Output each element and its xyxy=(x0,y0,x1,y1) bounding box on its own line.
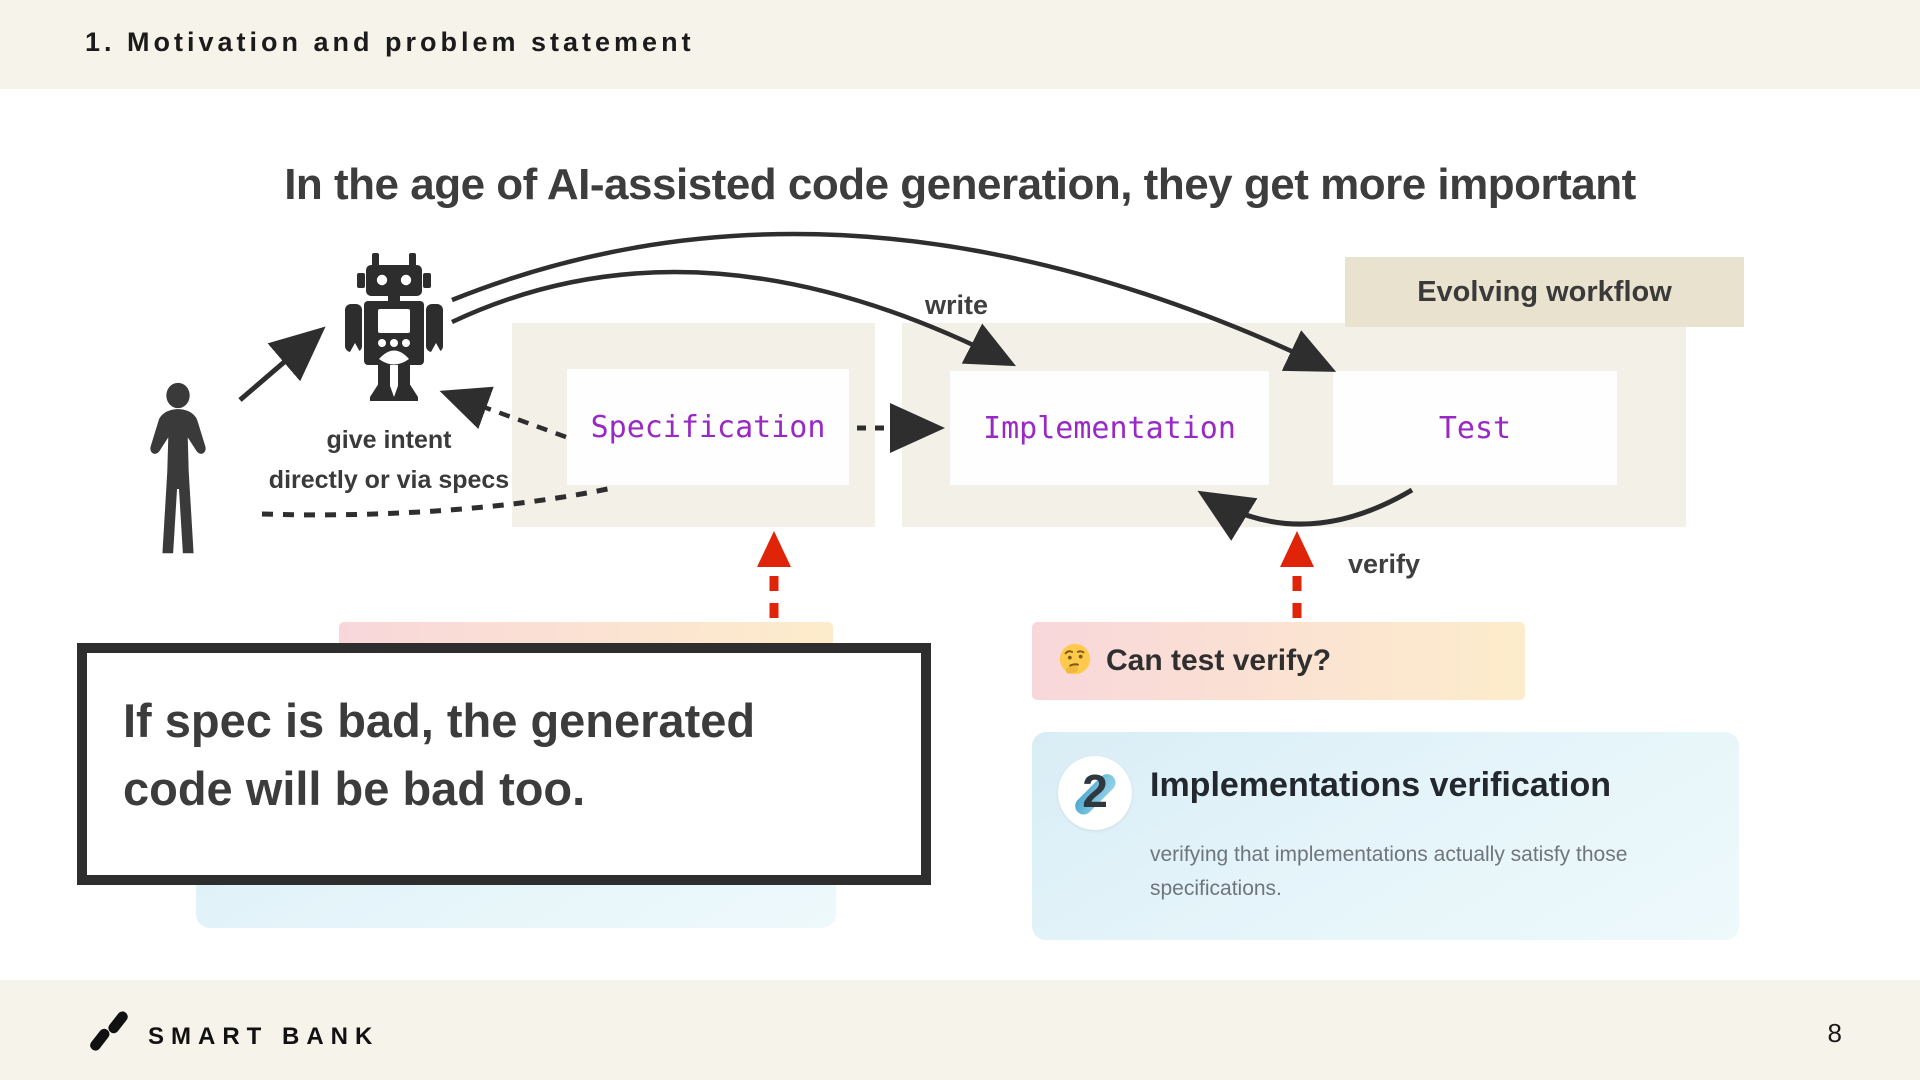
write-label: write xyxy=(925,290,989,320)
footer-band xyxy=(0,980,1920,1080)
callout-line2: code will be bad too. xyxy=(123,762,586,816)
node-implementation-label: Implementation xyxy=(983,410,1236,446)
card-title: Implementations verification xyxy=(1150,766,1611,804)
robot-icon xyxy=(341,251,447,405)
node-specification-label: Specification xyxy=(590,409,826,445)
brand-logo: SMART BANK xyxy=(90,1008,379,1059)
card-body: verifying that implementations actually … xyxy=(1150,838,1710,906)
node-implementation: Implementation xyxy=(950,371,1269,485)
card-number: 2 xyxy=(1082,765,1108,817)
give-intent-line2: directly or via specs xyxy=(268,466,510,494)
page-number: 8 xyxy=(1827,1018,1842,1048)
section-label: 1. Motivation and problem statement xyxy=(85,27,695,57)
slide-title: In the age of AI-assisted code generatio… xyxy=(284,160,1636,209)
person-icon xyxy=(141,381,215,558)
double-slash-logo-icon xyxy=(90,1008,132,1059)
can-test-verify-box: Can test verify? xyxy=(1032,622,1525,700)
evolving-workflow-badge: Evolving workflow xyxy=(1345,257,1744,327)
brand-name: SMART BANK xyxy=(148,1022,380,1050)
can-test-verify-label: Can test verify? xyxy=(1106,644,1332,677)
callout-box: If spec is bad, the generated code will … xyxy=(77,643,931,885)
card-body-line1: verifying that implementations actually … xyxy=(1150,843,1628,866)
implementations-verification-card: 2 Implementations verification verifying… xyxy=(1032,732,1739,940)
pen-circle-icon: 2 xyxy=(1058,756,1132,830)
node-test: Test xyxy=(1333,371,1617,485)
node-specification: Specification xyxy=(567,369,849,485)
callout-line1: If spec is bad, the generated xyxy=(123,694,756,747)
red-arrow-right xyxy=(1280,531,1314,618)
card-body-line2: specifications. xyxy=(1150,877,1282,901)
evolving-workflow-label: Evolving workflow xyxy=(1417,275,1672,308)
red-arrow-left xyxy=(757,531,791,618)
give-intent-label: give intent directly or via specs xyxy=(238,420,540,500)
header-band: 1. Motivation and problem statement xyxy=(0,0,1920,89)
give-intent-line1: give intent xyxy=(326,426,452,454)
verify-label: verify xyxy=(1348,549,1421,579)
node-test-label: Test xyxy=(1438,410,1512,446)
person-to-robot-arrow xyxy=(238,326,326,402)
thinking-face-icon xyxy=(1058,642,1092,681)
